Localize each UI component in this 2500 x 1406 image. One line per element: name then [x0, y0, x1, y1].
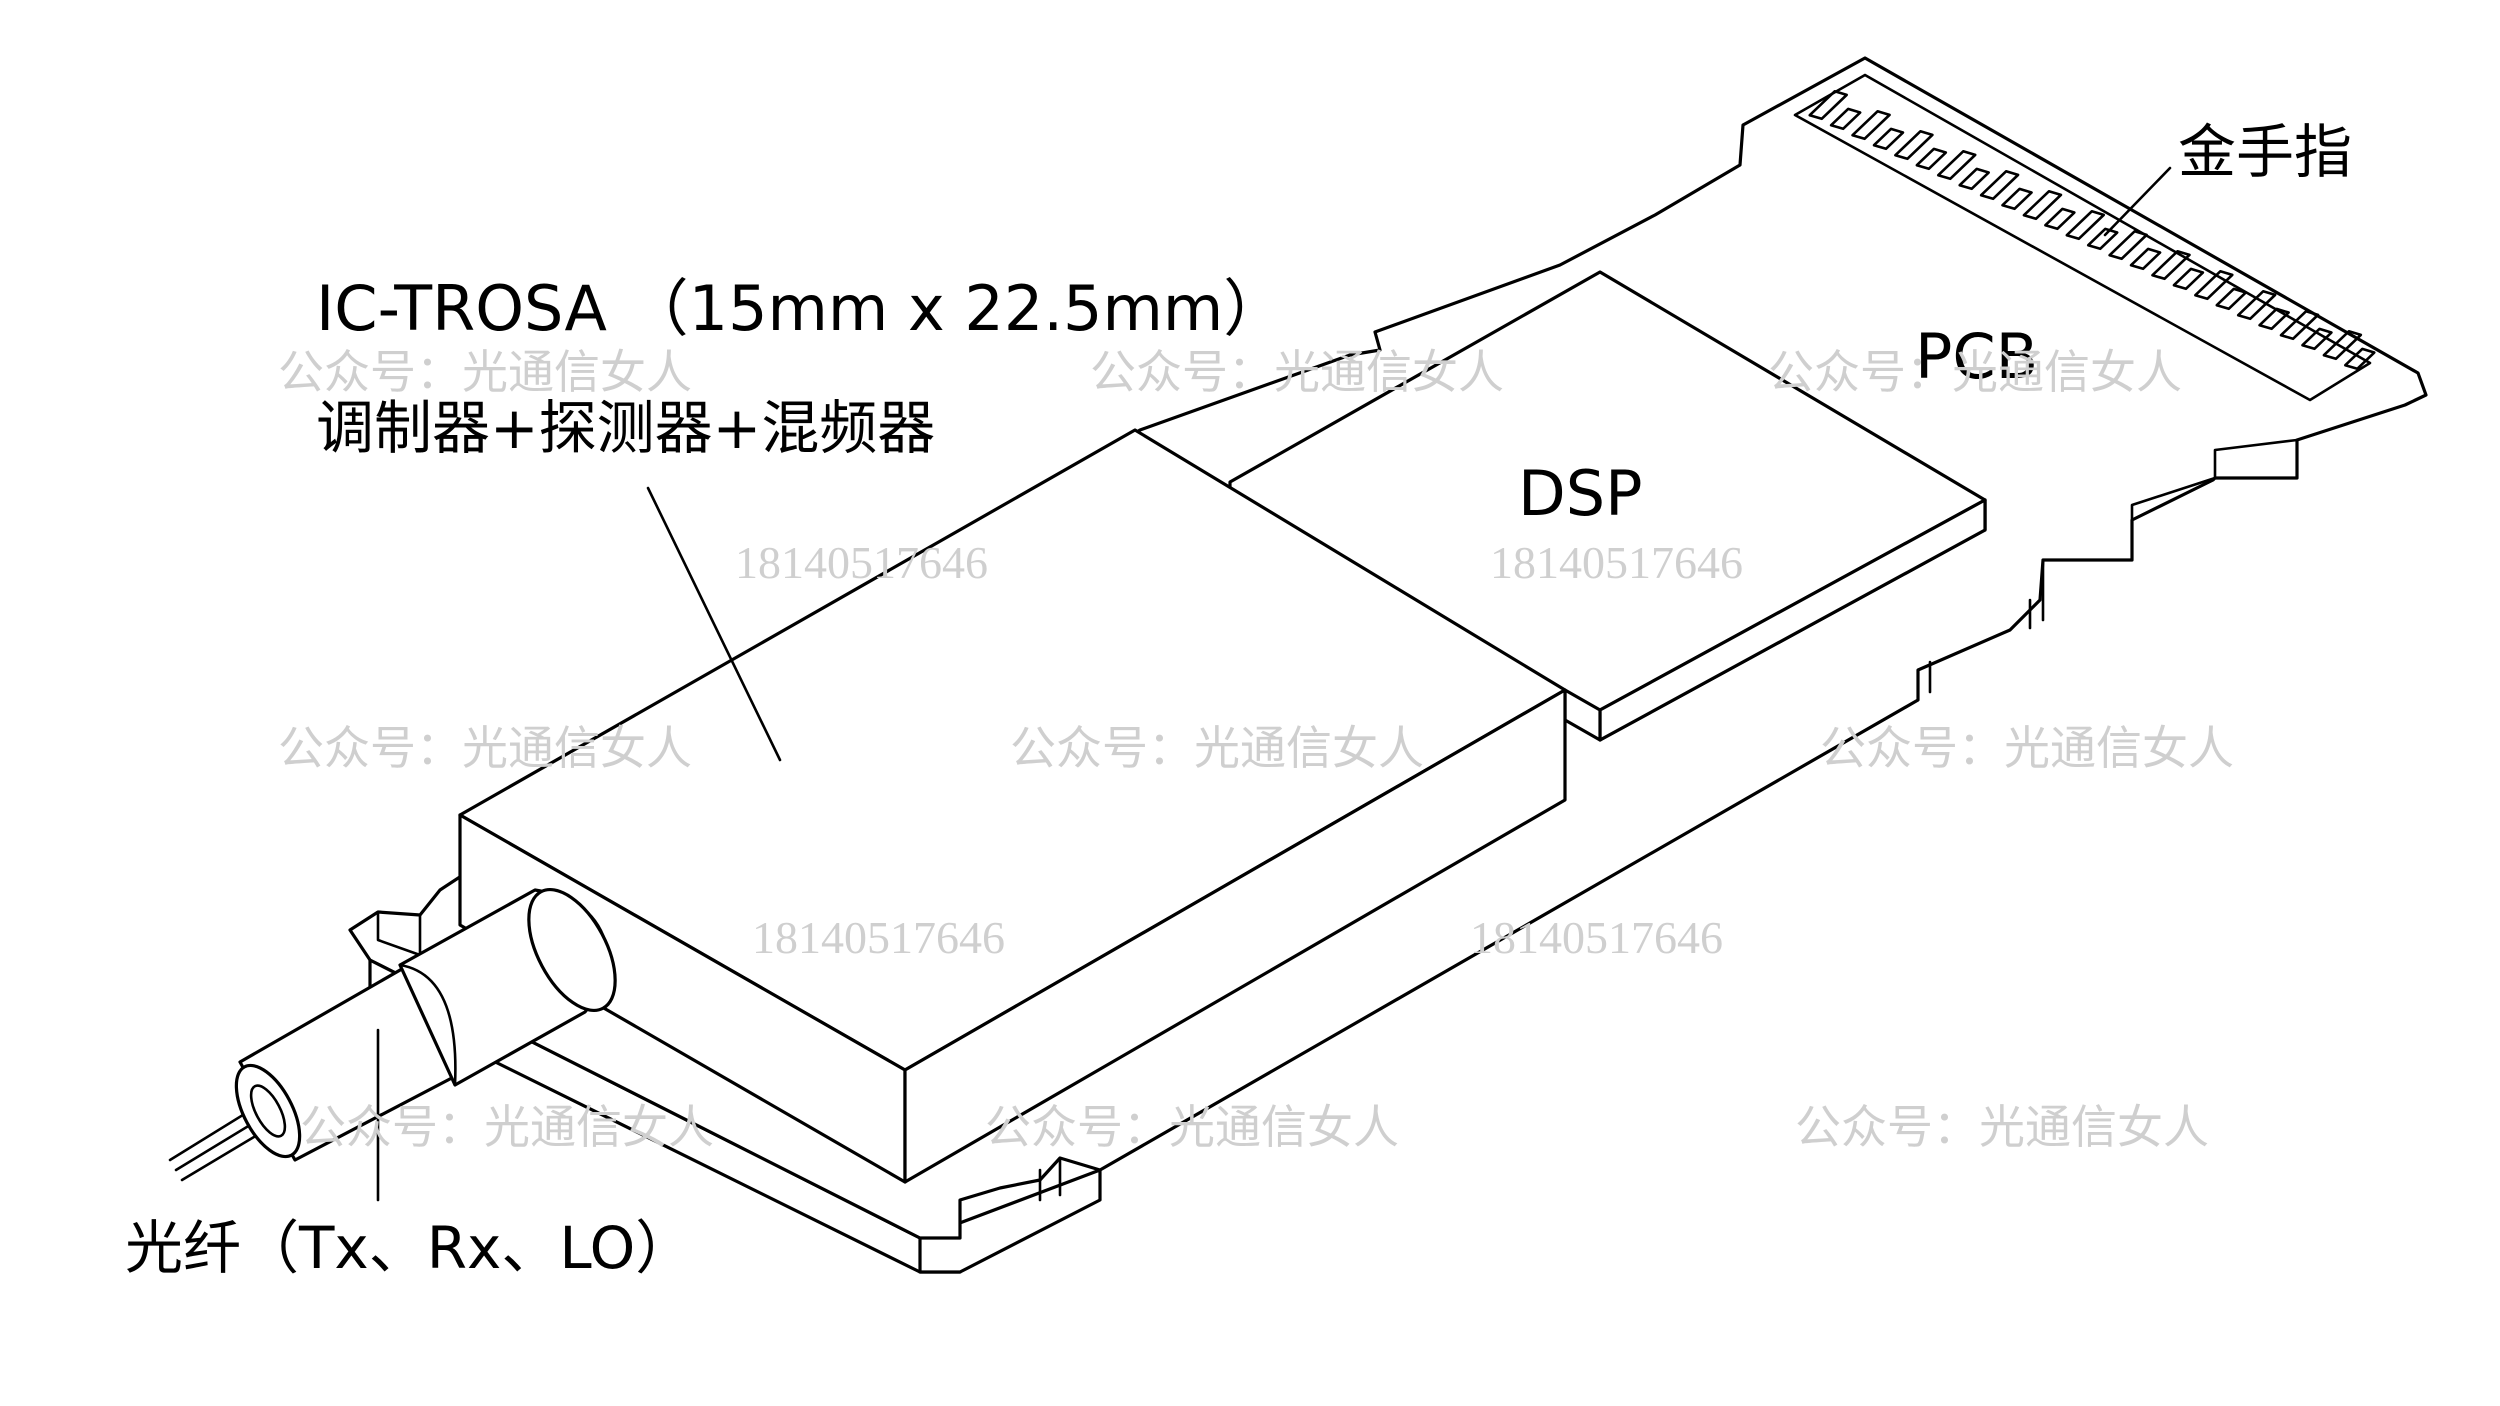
- watermark-text: 公众号：光通信女人: [278, 721, 692, 775]
- gold-finger-connector: [1793, 73, 2376, 402]
- dsp-label: DSP: [1518, 457, 1642, 530]
- fiber-pigtail: [168, 887, 617, 1182]
- gold-finger-leader-line: [2103, 166, 2172, 237]
- pcb-notch-5: [1038, 1158, 1062, 1202]
- gold-finger-pin: [2343, 347, 2376, 371]
- trosa-right-face: [903, 688, 1567, 1184]
- gold-finger-pin: [2108, 229, 2148, 261]
- pcb-notch-4: [1916, 660, 1932, 702]
- trosa-function-label: 调制器+探测器+混频器: [316, 394, 935, 462]
- pcb-right-edge: [918, 1168, 1102, 1274]
- trosa-leader-line: [646, 486, 782, 762]
- gold-finger-pin: [2022, 189, 2063, 221]
- gold-finger-pin: [2065, 209, 2106, 241]
- gold-finger-pin: [1894, 129, 1934, 161]
- watermark-text: 公众号：光通信女人: [1820, 721, 2234, 775]
- gold-finger-pin: [2001, 187, 2033, 211]
- gold-finger-pin: [2236, 289, 2277, 321]
- gold-finger-pin: [2194, 269, 2234, 301]
- gold-finger-pin: [2151, 249, 2191, 281]
- gold-finger-pin: [1872, 127, 1905, 151]
- fiber-end-inner: [249, 1084, 287, 1138]
- gold-finger-pin: [1808, 89, 1849, 121]
- pcb-label: PCB: [1915, 320, 2038, 393]
- watermark-text: 公众号：光通信女人: [300, 1100, 714, 1154]
- gold-finger-pin: [1829, 107, 1862, 131]
- watermark-text: 公众号：光通信女人: [1010, 721, 1424, 775]
- gold-finger-pin: [2215, 287, 2248, 311]
- gold-finger-pin: [2322, 329, 2363, 361]
- gold-finger-pin: [2279, 309, 2320, 341]
- gold-finger-pin: [2172, 267, 2205, 291]
- gold-finger-pin: [2258, 307, 2290, 331]
- gold-finger-label: 金手指: [2178, 118, 2352, 186]
- fiber-label: 光纤（Tx、Rx、LO）: [125, 1214, 693, 1282]
- watermark-text: 公众号：光通信女人: [1795, 1100, 2209, 1154]
- gold-finger-pins: [1808, 89, 2376, 371]
- gold-finger-pin: [2301, 327, 2333, 351]
- trosa-title-label: IC-TROSA （15mm x 22.5mm）: [316, 272, 1285, 345]
- gold-finger-pin: [2044, 207, 2076, 231]
- gold-finger-pin: [2129, 247, 2162, 271]
- pcb-notch-1: [2213, 438, 2299, 480]
- watermark-text: 公众号：光通信女人: [278, 345, 692, 399]
- gold-finger-pin: [1958, 167, 1990, 191]
- watermark-text: 公众号：光通信女人: [1090, 345, 1504, 399]
- gold-finger-pin: [1915, 147, 1948, 171]
- pcb-left-notch: [376, 910, 422, 957]
- gold-finger-pin: [1936, 149, 1977, 181]
- watermark-number: 18140517646: [1470, 912, 1723, 963]
- watermark-number: 18140517646: [752, 912, 1005, 963]
- watermark-number: 18140517646: [735, 537, 988, 588]
- fiber-sleeve-end: [527, 887, 617, 1013]
- gold-finger-pin: [2086, 227, 2119, 251]
- gold-finger-pin: [1979, 169, 2020, 201]
- pcb-bottom-edge: [1098, 698, 1920, 1172]
- pcb-notch-2: [2130, 476, 2217, 522]
- watermark-text: 公众号：光通信女人: [1768, 345, 2182, 399]
- fiber-sleeve-edge: [398, 963, 457, 1087]
- gold-finger-pin: [1851, 109, 1891, 141]
- watermark-number: 18140517646: [1490, 537, 1743, 588]
- watermark-text: 公众号：光通信女人: [985, 1100, 1399, 1154]
- pcb-notch-3: [2028, 558, 2045, 630]
